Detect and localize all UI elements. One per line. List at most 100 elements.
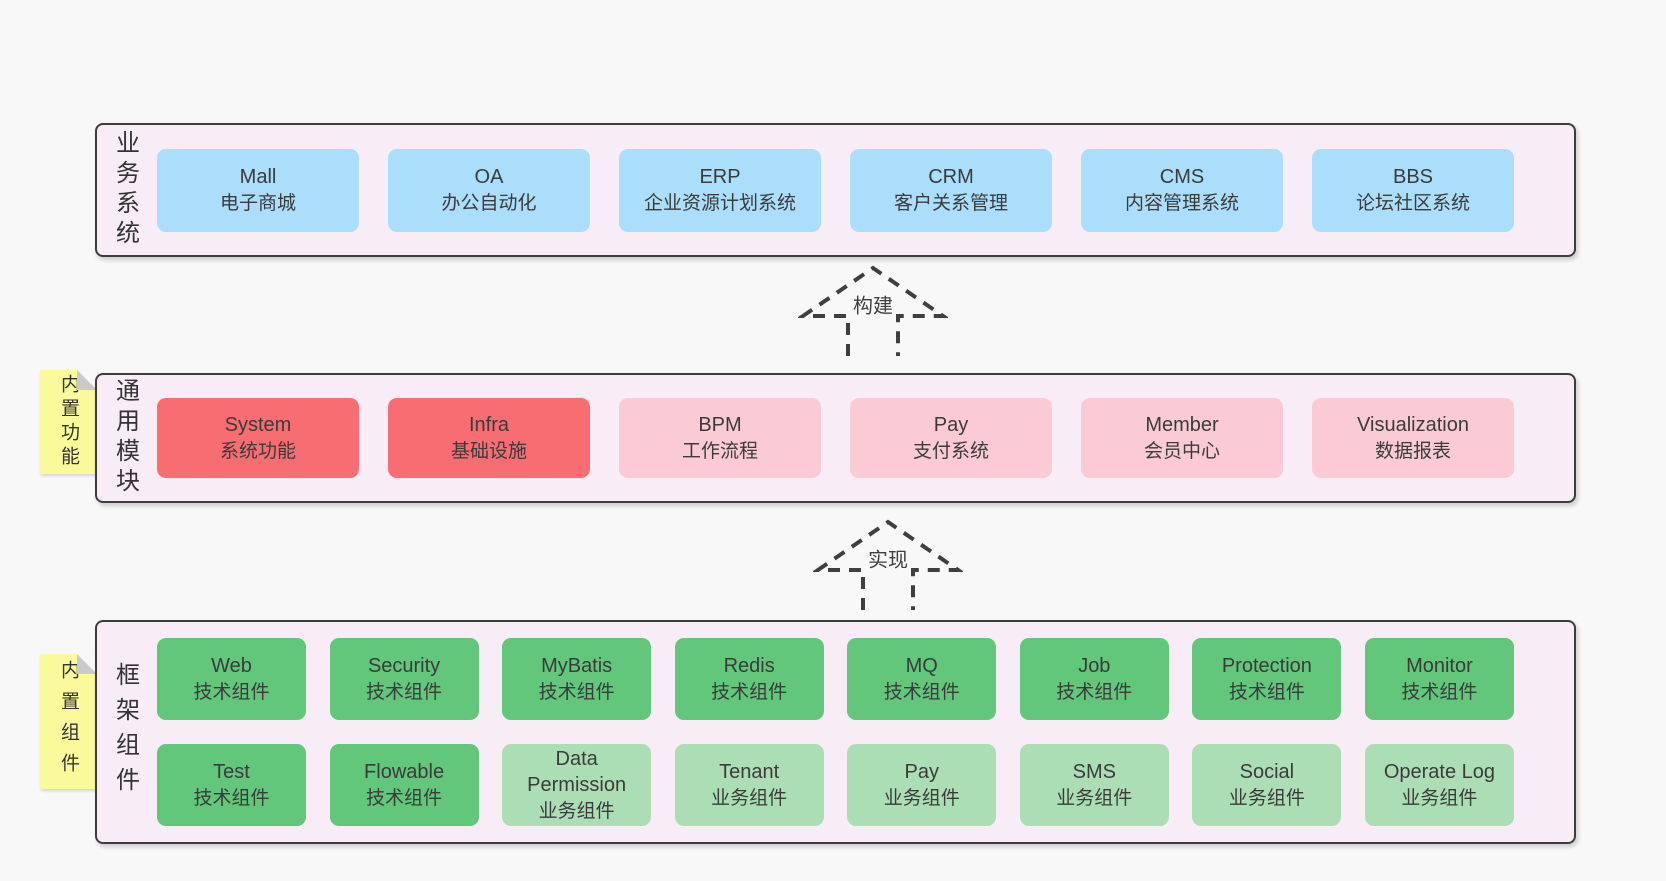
- module-box-subtitle: 会员中心: [1143, 440, 1220, 462]
- module-box-security: Security 技术组件: [329, 638, 479, 720]
- module-box-sms: SMS 业务组件: [1019, 744, 1169, 826]
- module-box-subtitle: 技术组件: [193, 681, 270, 703]
- module-box-operate-log: Operate Log 业务组件: [1364, 744, 1514, 826]
- module-box-subtitle: 客户关系管理: [893, 192, 1008, 214]
- folded-corner-icon: [77, 654, 97, 674]
- module-box-title: Tenant: [719, 761, 780, 784]
- module-box-data-permission: Data Permission 业务组件: [502, 744, 652, 826]
- module-box-subtitle: 数据报表: [1374, 440, 1451, 462]
- module-box-title: Protection: [1221, 655, 1312, 678]
- module-box-title: Redis: [723, 655, 775, 678]
- module-box-subtitle: 业务组件: [1056, 787, 1133, 809]
- module-box-subtitle: 技术组件: [366, 787, 443, 809]
- module-box-subtitle: 支付系统: [912, 440, 989, 462]
- module-box-crm: CRM 客户关系管理: [850, 148, 1052, 232]
- sticky-note-label: 内置组件: [58, 659, 79, 784]
- module-box-member: Member 会员中心: [1081, 398, 1283, 478]
- module-box-title: Data Permission: [527, 748, 627, 797]
- module-box-title: ERP: [699, 166, 741, 189]
- module-box-subtitle: 技术组件: [193, 787, 270, 809]
- module-box-title: Test: [213, 761, 250, 784]
- module-box-subtitle: 技术组件: [711, 681, 788, 703]
- module-box-cms: CMS 内容管理系统: [1081, 148, 1283, 232]
- module-box-subtitle: 业务组件: [1228, 787, 1305, 809]
- sticky-note-label: 内置功能: [58, 374, 79, 470]
- module-box-title: Mall: [239, 166, 277, 189]
- module-box-subtitle: 技术组件: [1056, 681, 1133, 703]
- module-box-subtitle: 企业资源计划系统: [643, 192, 796, 214]
- module-box-infra: Infra 基础设施: [388, 398, 590, 478]
- module-box-subtitle: 技术组件: [1401, 681, 1478, 703]
- module-box-social: Social 业务组件: [1192, 744, 1342, 826]
- module-box-subtitle: 基础设施: [450, 440, 527, 462]
- module-box-visualization: Visualization 数据报表: [1312, 398, 1514, 478]
- module-box-subtitle: 论坛社区系统: [1355, 192, 1470, 214]
- module-box-title: CMS: [1159, 166, 1205, 189]
- module-box-mq: MQ 技术组件: [847, 638, 997, 720]
- module-box-subtitle: 业务组件: [1401, 787, 1478, 809]
- module-box-bpm: BPM 工作流程: [619, 398, 821, 478]
- module-box-subtitle: 技术组件: [366, 681, 443, 703]
- build-arrow: 构建: [798, 264, 948, 360]
- module-box-title: BPM: [698, 414, 742, 437]
- module-box-subtitle: 工作流程: [681, 440, 758, 462]
- module-box-title: Flowable: [364, 761, 445, 784]
- module-box-title: MQ: [905, 655, 938, 678]
- module-box-erp: ERP 企业资源计划系统: [619, 148, 821, 232]
- module-box-subtitle: 技术组件: [883, 681, 960, 703]
- module-box-subtitle: 内容管理系统: [1124, 192, 1239, 214]
- module-box-subtitle: 业务组件: [883, 787, 960, 809]
- module-box-web: Web 技术组件: [157, 638, 306, 720]
- up-arrow-icon: [798, 265, 948, 356]
- up-arrow-icon: [813, 519, 963, 610]
- module-box-title: Social: [1239, 761, 1295, 784]
- module-box-title: Web: [211, 655, 252, 678]
- module-box-title: Member: [1145, 414, 1219, 437]
- module-box-subtitle: 电子商城: [219, 192, 296, 214]
- module-box-subtitle: 技术组件: [538, 681, 615, 703]
- module-box-pay: Pay 业务组件: [847, 744, 997, 826]
- module-box-mall: Mall 电子商城: [157, 148, 359, 232]
- module-box-subtitle: 业务组件: [538, 800, 615, 822]
- module-box-job: Job 技术组件: [1019, 638, 1169, 720]
- module-box-subtitle: 系统功能: [219, 440, 296, 462]
- implement-arrow-label: 实现: [865, 542, 911, 574]
- module-box-bbs: BBS 论坛社区系统: [1312, 148, 1514, 232]
- layer-label-common-modules: 通用模块: [111, 378, 139, 498]
- module-box-redis: Redis 技术组件: [674, 638, 824, 720]
- sticky-note-built-in-components: 内置组件: [40, 654, 97, 789]
- module-box-title: Operate Log: [1383, 761, 1496, 784]
- module-box-system: System 系统功能: [157, 398, 359, 478]
- module-box-title: SMS: [1072, 761, 1116, 784]
- module-box-protection: Protection 技术组件: [1192, 638, 1342, 720]
- module-box-title: MyBatis: [541, 655, 613, 678]
- sticky-note-built-in-features: 内置功能: [40, 370, 97, 474]
- module-box-subtitle: 技术组件: [1228, 681, 1305, 703]
- build-arrow-label: 构建: [850, 288, 896, 320]
- module-box-test: Test 技术组件: [157, 744, 306, 826]
- layer-label-business-systems: 业务系统: [111, 130, 139, 250]
- layer-label-framework-components: 框架组件: [111, 662, 139, 802]
- framework-components-row-2: Test 技术组件 Flowable 技术组件 Data Permission 业务组件 T…: [157, 744, 1514, 826]
- module-box-title: Job: [1078, 655, 1111, 678]
- module-box-title: Security: [367, 655, 441, 678]
- module-box-title: CRM: [928, 166, 974, 189]
- module-box-title: Pay: [904, 761, 939, 784]
- module-box-title: Visualization: [1357, 414, 1469, 437]
- module-box-title: Infra: [468, 414, 510, 437]
- module-box-flowable: Flowable 技术组件: [329, 744, 479, 826]
- module-box-title: BBS: [1392, 166, 1434, 189]
- module-box-title: OA: [474, 166, 504, 189]
- module-box-title: System: [224, 414, 292, 437]
- module-box-mybatis: MyBatis 技术组件: [502, 638, 652, 720]
